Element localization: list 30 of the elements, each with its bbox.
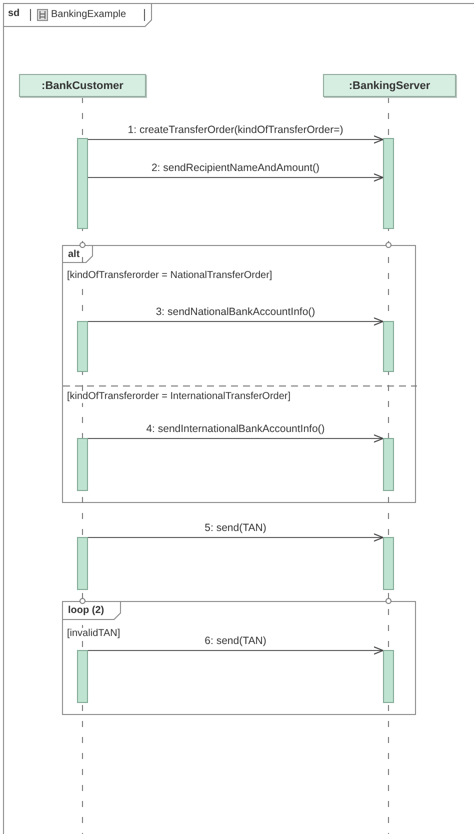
fragment-operator: loop (2): [68, 605, 104, 617]
activation-bar: [77, 650, 88, 703]
message-label: 6: send(TAN): [202, 635, 268, 647]
diagram-name: BankingExample: [51, 9, 126, 21]
activation-bar: [77, 438, 88, 491]
activation-bar: [383, 138, 394, 229]
message-arrow: [88, 646, 384, 655]
message-arrow: [88, 173, 384, 182]
message-arrow: [88, 533, 384, 542]
message-label: 1: createTransferOrder(kindOfTransferOrder=): [126, 124, 346, 136]
activation-bar: [383, 321, 394, 372]
guard-condition: [kindOfTransferorder = NationalTransferOrder]: [67, 270, 272, 282]
guard-condition: [invalidTAN]: [67, 628, 120, 640]
message-arrow: [88, 434, 384, 443]
message-arrow: [88, 135, 384, 144]
message-label: 5: send(TAN): [202, 522, 268, 534]
guard-condition: [kindOfTransferorder = InternationalTransferOrder]: [67, 391, 291, 403]
activation-bar: [77, 138, 88, 229]
message-label: 3: sendNationalBankAccountInfo(): [154, 306, 318, 318]
activation-bar: [383, 537, 394, 590]
message-label: 2: sendRecipientNameAndAmount(): [149, 162, 322, 174]
activation-bar: [383, 650, 394, 703]
activation-bar: [383, 438, 394, 491]
activation-bar: [77, 321, 88, 372]
lifeline-head: :BankingServer: [323, 74, 456, 97]
lifeline-head: :BankCustomer: [19, 74, 146, 97]
diagram-kind: sd: [8, 8, 20, 20]
activation-bar: [77, 537, 88, 590]
message-arrow: [88, 317, 384, 326]
message-label: 4: sendInternationalBankAccountInfo(): [144, 423, 327, 435]
